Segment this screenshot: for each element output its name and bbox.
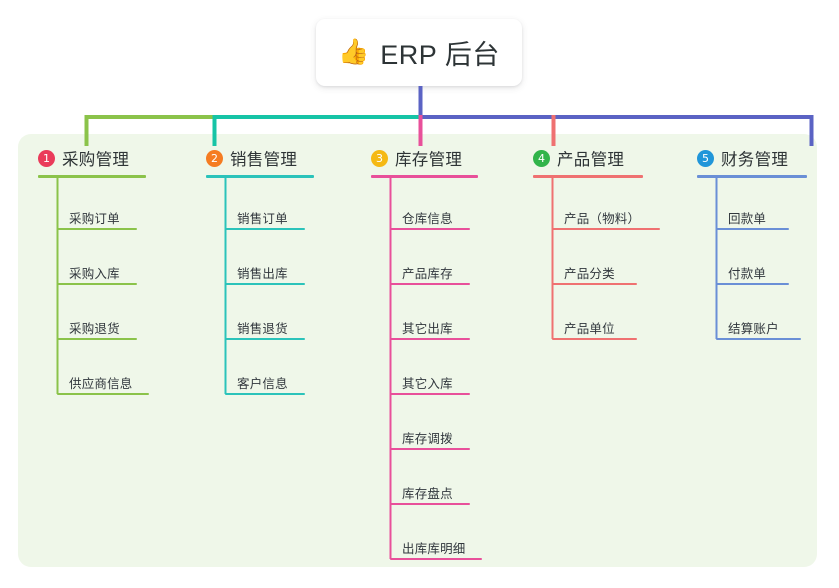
leaf-node[interactable]: 库存盘点 <box>390 483 470 505</box>
leaf-node[interactable]: 产品分类 <box>552 263 637 285</box>
leaf-node[interactable]: 供应商信息 <box>57 373 149 395</box>
branch-header-rule-2 <box>206 175 314 178</box>
leaf-rule <box>57 338 137 340</box>
leaf-label: 产品库存 <box>402 267 453 281</box>
leaf-label: 采购退货 <box>69 322 120 336</box>
leaf-label: 库存盘点 <box>402 487 453 501</box>
leaf-label: 采购入库 <box>69 267 120 281</box>
root-node-content: 👍 ERP 后台 <box>338 33 500 72</box>
branch-title-4: 产品管理 <box>557 151 625 169</box>
leaf-rule <box>390 503 470 505</box>
leaf-label: 出库库明细 <box>402 542 466 556</box>
leaf-node[interactable]: 仓库信息 <box>390 208 470 230</box>
leaf-rule <box>716 338 801 340</box>
leaf-node[interactable]: 客户信息 <box>225 373 305 395</box>
leaf-rule <box>390 558 482 560</box>
leaf-node[interactable]: 产品（物料） <box>552 208 660 230</box>
branch-header-3[interactable]: 3 库存管理 <box>371 146 462 170</box>
leaf-rule <box>225 393 305 395</box>
leaf-label: 销售退货 <box>237 322 288 336</box>
leaf-node[interactable]: 采购退货 <box>57 318 137 340</box>
branch-badge-4: 4 <box>533 149 550 167</box>
leaf-label: 供应商信息 <box>69 377 133 391</box>
leaf-rule <box>225 338 305 340</box>
branch-title-3: 库存管理 <box>395 151 463 169</box>
leaf-label: 客户信息 <box>237 377 288 391</box>
branch-header-2[interactable]: 2 销售管理 <box>206 146 297 170</box>
leaf-rule <box>552 338 637 340</box>
leaf-label: 付款单 <box>728 267 767 281</box>
leaf-label: 库存调拨 <box>402 432 453 446</box>
leaf-node[interactable]: 库存调拨 <box>390 428 470 450</box>
branch-header-rule-3 <box>371 175 478 178</box>
branch-column-2: 2 销售管理 销售订单 销售出库 销售退货 客户信息 <box>206 146 314 395</box>
branch-header-rule-1 <box>38 175 146 178</box>
leaf-node[interactable]: 产品单位 <box>552 318 637 340</box>
leaf-label: 产品分类 <box>564 267 615 281</box>
leaf-label: 其它出库 <box>402 322 453 336</box>
branch-column-4: 4 产品管理 产品（物料） 产品分类 产品单位 <box>533 146 660 340</box>
branch-column-3: 3 库存管理 仓库信息 产品库存 其它出库 其它入库 库存调拨 库存盘点 <box>371 146 482 560</box>
branch-badge-3: 3 <box>371 149 388 167</box>
branch-header-5[interactable]: 5 财务管理 <box>697 146 788 170</box>
leaf-rule <box>390 393 470 395</box>
leaf-rule <box>716 228 789 230</box>
branch-header-rule-5 <box>697 175 807 178</box>
leaf-rule <box>390 283 470 285</box>
branch-title-2: 销售管理 <box>230 151 298 169</box>
leaf-node[interactable]: 其它入库 <box>390 373 470 395</box>
leaf-rule <box>390 228 470 230</box>
leaf-label: 销售出库 <box>237 267 288 281</box>
leaf-rule <box>716 283 789 285</box>
root-node-card[interactable]: 👍 ERP 后台 <box>316 19 522 86</box>
branch-badge-2: 2 <box>206 149 223 167</box>
branch-title-1: 采购管理 <box>62 151 130 169</box>
leaf-node[interactable]: 销售退货 <box>225 318 305 340</box>
leaf-node[interactable]: 付款单 <box>716 263 789 285</box>
branch-column-5: 5 财务管理 回款单 付款单 结算账户 <box>697 146 807 340</box>
leaf-label: 采购订单 <box>69 212 120 226</box>
leaf-label: 销售订单 <box>237 212 288 226</box>
leaf-node[interactable]: 销售订单 <box>225 208 305 230</box>
branch-column-1: 1 采购管理 采购订单 采购入库 采购退货 供应商信息 <box>38 146 149 395</box>
leaf-rule <box>57 393 149 395</box>
leaf-rule <box>225 283 305 285</box>
leaf-node[interactable]: 其它出库 <box>390 318 470 340</box>
diagram-panel <box>18 134 817 567</box>
leaf-node[interactable]: 回款单 <box>716 208 789 230</box>
root-node-title: ERP 后台 <box>380 40 500 70</box>
leaf-rule <box>390 448 470 450</box>
leaf-label: 仓库信息 <box>402 212 453 226</box>
leaf-label: 产品单位 <box>564 322 615 336</box>
branch-header-rule-4 <box>533 175 643 178</box>
leaf-node[interactable]: 出库库明细 <box>390 538 482 560</box>
branch-title-5: 财务管理 <box>721 151 789 169</box>
leaf-rule <box>390 338 470 340</box>
branch-badge-1: 1 <box>38 149 55 167</box>
leaf-rule <box>225 228 305 230</box>
leaf-node[interactable]: 销售出库 <box>225 263 305 285</box>
leaf-label: 回款单 <box>728 212 767 226</box>
leaf-label: 结算账户 <box>728 322 779 336</box>
branch-badge-5: 5 <box>697 149 714 167</box>
leaf-node[interactable]: 采购订单 <box>57 208 137 230</box>
leaf-rule <box>552 228 660 230</box>
leaf-rule <box>552 283 637 285</box>
branch-header-1[interactable]: 1 采购管理 <box>38 146 129 170</box>
leaf-node[interactable]: 采购入库 <box>57 263 137 285</box>
leaf-rule <box>57 283 137 285</box>
leaf-label: 产品（物料） <box>564 212 641 226</box>
leaf-node[interactable]: 产品库存 <box>390 263 470 285</box>
thumbs-up-icon: 👍 <box>338 38 370 66</box>
leaf-node[interactable]: 结算账户 <box>716 318 801 340</box>
leaf-label: 其它入库 <box>402 377 453 391</box>
branch-header-4[interactable]: 4 产品管理 <box>533 146 624 170</box>
leaf-rule <box>57 228 137 230</box>
